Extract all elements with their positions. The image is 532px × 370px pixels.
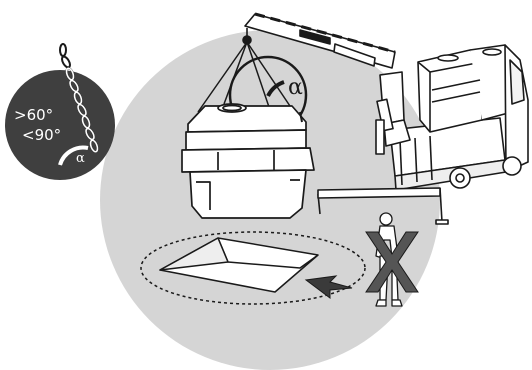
angle-arc	[266, 80, 285, 98]
excavation-boundary	[140, 231, 366, 305]
prohibited-person-icon	[365, 212, 419, 307]
inset-angle-max: <90°	[22, 126, 61, 144]
chain-angle-inset: >60° <90° α	[5, 43, 115, 180]
inset-angle-arc	[58, 145, 89, 166]
inset-angle-min: >60°	[14, 106, 53, 124]
septic-tank-icon	[181, 103, 315, 219]
excavation-pit-icon	[159, 237, 319, 293]
inset-angle-symbol: α	[76, 151, 85, 166]
crane-truck-icon	[242, 12, 529, 225]
inset-disc	[5, 70, 115, 180]
cross-icon	[365, 231, 419, 293]
main-angle-label: α	[288, 75, 303, 100]
warning-arrow	[304, 275, 353, 299]
